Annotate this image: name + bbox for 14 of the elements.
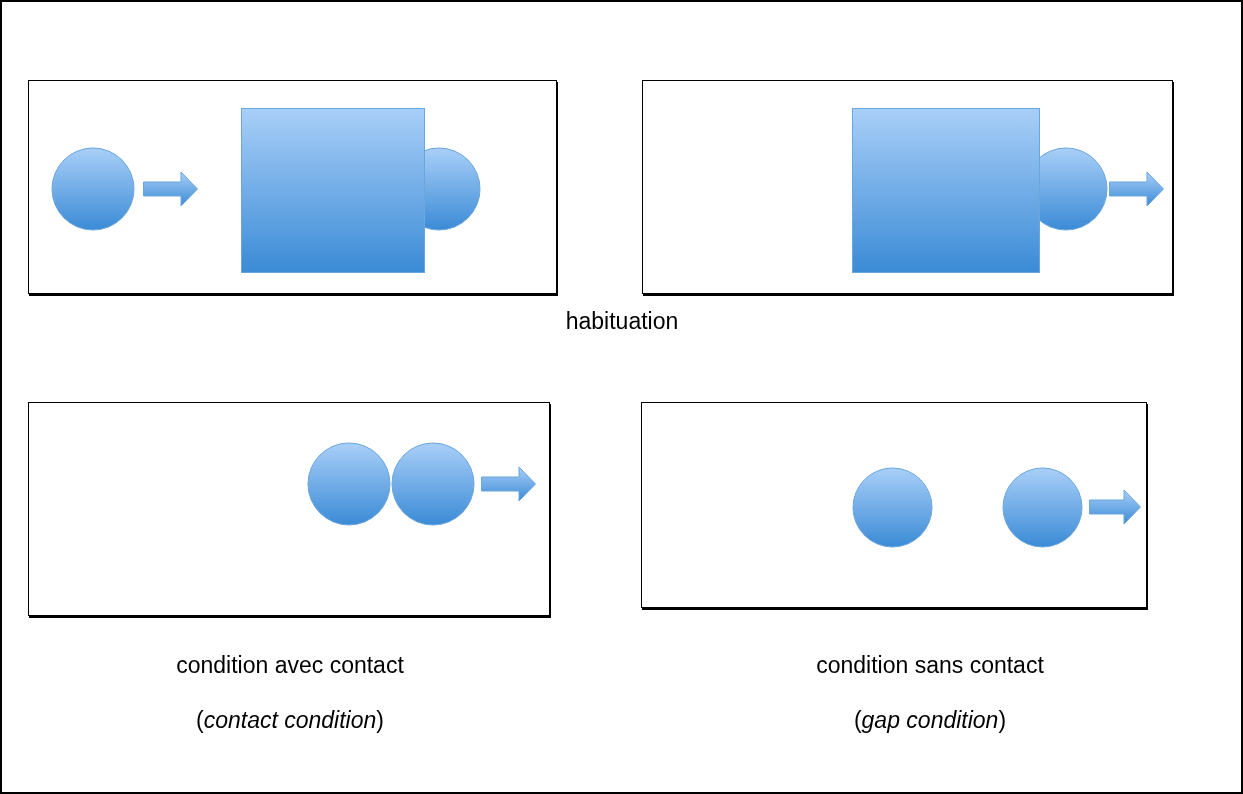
translation-label: (gap condition)	[853, 707, 1007, 734]
ball-shape	[852, 467, 933, 548]
scene-panel	[28, 402, 550, 616]
caption-text: habituation	[565, 308, 679, 335]
ball-shape	[1002, 467, 1083, 548]
ball-shape	[51, 147, 135, 231]
scene-panel	[642, 80, 1173, 294]
scene-panel	[641, 402, 1147, 608]
scene-panel	[28, 80, 557, 294]
condition-label: condition avec contact	[176, 652, 404, 679]
ball-shape	[391, 442, 475, 526]
translation-label: (contact condition)	[196, 707, 384, 734]
ball-shape	[307, 442, 391, 526]
condition-label: condition sans contact	[816, 652, 1044, 679]
